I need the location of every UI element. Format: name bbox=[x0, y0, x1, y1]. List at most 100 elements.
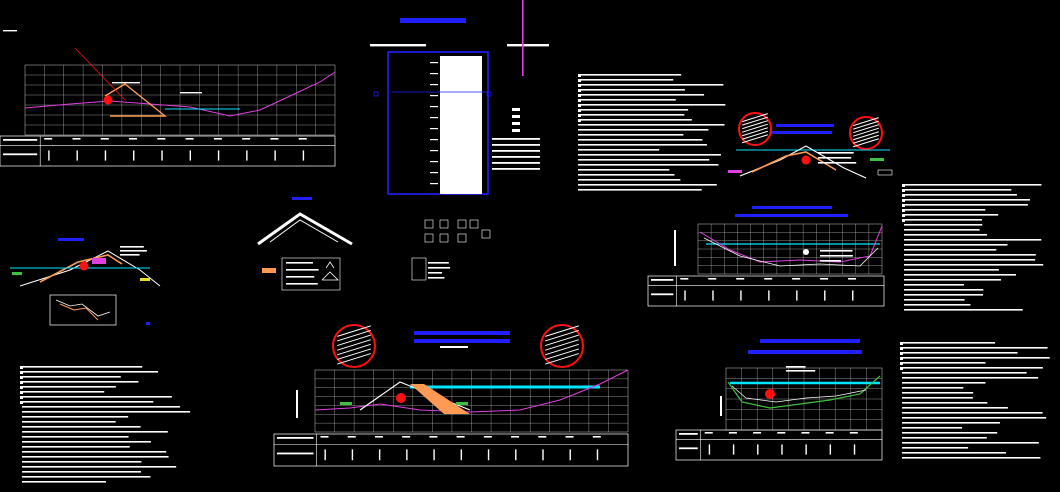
station-tick bbox=[189, 150, 191, 161]
bearing-symbol bbox=[877, 169, 893, 176]
station-tick bbox=[161, 150, 163, 161]
note-line bbox=[902, 427, 963, 429]
section-marker bbox=[79, 261, 89, 271]
note-line bbox=[902, 357, 1050, 359]
note-bullet bbox=[902, 184, 905, 187]
station-tick bbox=[133, 150, 135, 161]
profile-bottom-center bbox=[273, 324, 629, 467]
section-annotation bbox=[818, 152, 854, 154]
station-tick bbox=[76, 150, 78, 161]
note-line bbox=[578, 164, 719, 166]
legend-box bbox=[281, 257, 341, 291]
note-line bbox=[902, 382, 986, 384]
station-label bbox=[820, 278, 829, 280]
gauge-note-line bbox=[492, 168, 540, 170]
detail-frame bbox=[49, 294, 117, 326]
table-header-label bbox=[651, 293, 674, 296]
note-bullet bbox=[20, 401, 23, 404]
station-label bbox=[270, 138, 279, 140]
station-tick bbox=[712, 290, 714, 301]
note-bullet bbox=[20, 386, 23, 389]
note-line bbox=[578, 84, 724, 86]
note-bullet bbox=[20, 396, 23, 399]
gauge-marker-right bbox=[486, 91, 492, 97]
legend-symbol bbox=[321, 271, 339, 281]
note-line bbox=[904, 269, 999, 271]
fill-block bbox=[92, 258, 106, 264]
note-line bbox=[902, 407, 1008, 409]
gauge-tick bbox=[430, 150, 438, 152]
note-line bbox=[22, 391, 105, 393]
detail-hatch bbox=[337, 329, 371, 342]
station-label bbox=[511, 436, 520, 438]
gauge-tick bbox=[430, 84, 438, 86]
note-line bbox=[22, 481, 106, 483]
note-bullet bbox=[20, 381, 23, 384]
note-line bbox=[578, 104, 726, 106]
note-line bbox=[22, 451, 167, 453]
note-line bbox=[578, 129, 709, 131]
gauge-staff bbox=[440, 56, 482, 194]
note-bullet bbox=[900, 342, 903, 345]
table-header-label bbox=[277, 452, 314, 455]
station-label bbox=[680, 278, 689, 280]
note-line bbox=[904, 234, 988, 236]
detail-hatch bbox=[545, 325, 579, 337]
note-line bbox=[578, 154, 721, 156]
station-label bbox=[764, 278, 773, 280]
note-line bbox=[22, 426, 141, 428]
station-tick bbox=[324, 449, 326, 461]
note-line bbox=[904, 249, 997, 251]
station-tick bbox=[460, 449, 463, 461]
note-line bbox=[578, 99, 676, 101]
detail-hatch bbox=[545, 334, 579, 347]
cross-section-right bbox=[728, 112, 893, 179]
note-line bbox=[902, 362, 986, 364]
table-header-label bbox=[679, 447, 698, 450]
note-bullet bbox=[578, 84, 581, 87]
note-line bbox=[904, 289, 984, 291]
station-tick bbox=[853, 444, 856, 455]
axis-label bbox=[720, 396, 722, 416]
note-line bbox=[22, 406, 181, 408]
note-bullet bbox=[578, 89, 581, 92]
station-label bbox=[157, 138, 166, 140]
note-line bbox=[22, 446, 130, 448]
note-line bbox=[904, 229, 980, 231]
station-tick bbox=[406, 449, 408, 461]
note-line bbox=[22, 471, 141, 473]
gauge-note-line bbox=[492, 162, 540, 164]
note-line bbox=[902, 457, 1041, 459]
station-tick bbox=[351, 449, 354, 461]
detail-hatch bbox=[853, 131, 879, 141]
station-tick bbox=[569, 449, 571, 461]
leader-line bbox=[74, 47, 126, 101]
note-line bbox=[904, 304, 971, 306]
cross-section-left bbox=[10, 238, 161, 326]
sketch-outline bbox=[257, 212, 353, 246]
detail-hatch bbox=[742, 130, 768, 140]
note-line bbox=[902, 392, 974, 394]
detail-circle-right bbox=[540, 324, 584, 368]
note-line bbox=[904, 224, 983, 226]
note-bullet bbox=[900, 362, 903, 365]
note-line bbox=[22, 436, 129, 438]
note-line bbox=[904, 294, 984, 296]
small-detail bbox=[469, 219, 479, 229]
table-header-label bbox=[651, 279, 674, 281]
station-marker bbox=[103, 95, 113, 105]
note-line bbox=[902, 437, 987, 439]
gauge-tick bbox=[430, 172, 438, 174]
note-bullet bbox=[20, 371, 23, 374]
ground-patch bbox=[870, 158, 884, 161]
note-line bbox=[902, 442, 1039, 444]
note-bullet bbox=[900, 367, 903, 370]
note-line bbox=[904, 184, 1042, 186]
station-label bbox=[185, 138, 194, 140]
station-tick bbox=[708, 444, 711, 455]
detail-circle-left bbox=[738, 112, 772, 146]
dam-core bbox=[751, 151, 837, 173]
note-bullet bbox=[900, 357, 903, 360]
profile-title-bar bbox=[735, 214, 848, 217]
